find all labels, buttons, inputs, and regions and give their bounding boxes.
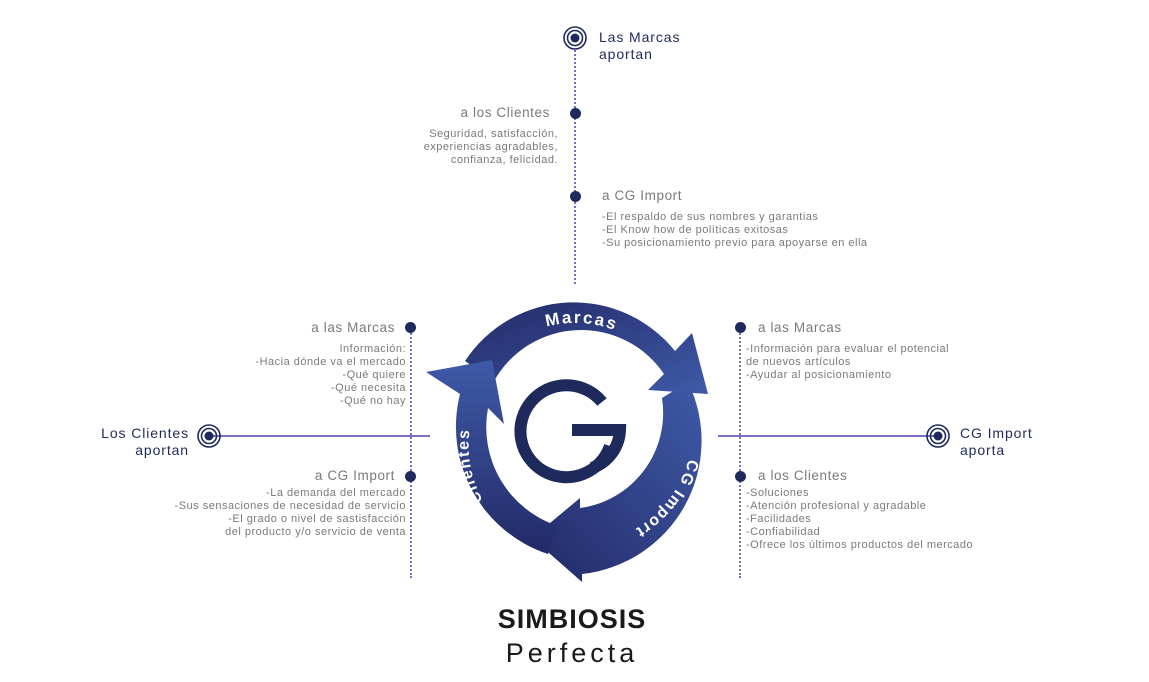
text-top-cg: -El respaldo de sus nombres y garantias-…: [602, 211, 868, 249]
top-vertical-connector: [574, 50, 576, 284]
title-simbiosis: SIMBIOSIS: [497, 604, 647, 634]
label-a-las-marcas-right: a las Marcas: [758, 320, 842, 335]
left-vertical-connector: [410, 330, 412, 578]
label-a-los-clientes-top: a los Clientes: [460, 105, 550, 120]
target-icon: [197, 424, 221, 448]
right-vertical-connector: [739, 330, 741, 578]
left-horizontal-connector: [210, 435, 430, 437]
arrow-marcas: [465, 302, 708, 394]
label-a-cg-import-top: a CG Import: [602, 188, 683, 203]
node-dot-right-marcas: [735, 322, 746, 333]
arrow-cg-import: [532, 382, 702, 582]
node-dot-left-marcas: [405, 322, 416, 333]
node-dot-top-cg: [570, 191, 581, 202]
cycle-diagram: Marcas CG Import Clientes: [426, 302, 708, 582]
node-dot-top-clientes: [570, 108, 581, 119]
target-icon: [926, 424, 950, 448]
label-a-cg-import-left: a CG Import: [314, 468, 395, 483]
label-a-las-marcas-left: a las Marcas: [311, 320, 395, 335]
text-left-cg: -La demanda del mercado-Sus sensaciones …: [174, 487, 406, 538]
node-dot-left-cg: [405, 471, 416, 482]
label-a-los-clientes-right: a los Clientes: [758, 468, 848, 483]
text-left-marcas: Información:-Hacia dónde va el mercado-Q…: [255, 343, 406, 407]
subtitle-perfecta: Perfecta: [505, 638, 639, 668]
cg-logo: [514, 379, 627, 484]
text-top-clientes: Seguridad, satisfacción,experiencias agr…: [423, 128, 558, 166]
arrow-clientes: [426, 360, 558, 554]
text-right-clientes: -Soluciones-Atención profesional y agrad…: [746, 487, 974, 551]
node-dot-right-clientes: [735, 471, 746, 482]
right-horizontal-connector: [718, 435, 938, 437]
target-icon: [563, 26, 587, 50]
